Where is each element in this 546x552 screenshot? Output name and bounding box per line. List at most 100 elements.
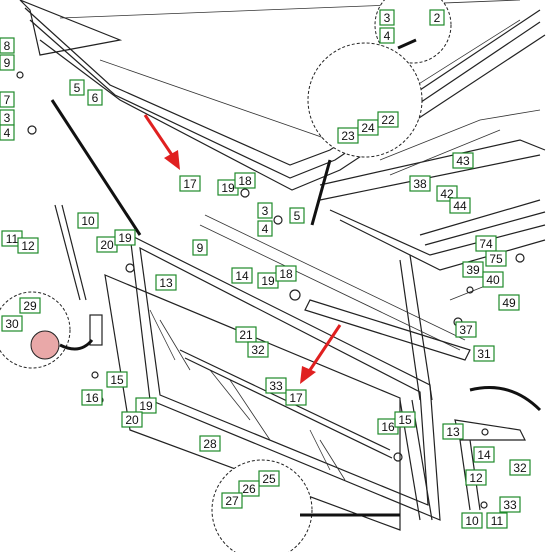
callout-box — [455, 321, 477, 338]
callout-label: 24 — [361, 121, 375, 135]
callout-74: 74 — [475, 235, 497, 252]
callout-7: 7 — [0, 91, 15, 108]
callout-13: 13 — [155, 274, 177, 291]
callout-box — [377, 111, 399, 128]
callout-label: 7 — [4, 93, 11, 107]
callout-box — [436, 185, 458, 202]
callout-4: 4 — [0, 124, 15, 141]
callout-label: 74 — [479, 237, 493, 251]
callout-box — [394, 411, 416, 428]
callout-75: 75 — [485, 250, 507, 267]
callout-label: 27 — [225, 494, 239, 508]
callout-label: 39 — [466, 263, 480, 277]
callout-box — [121, 411, 143, 428]
callout-20: 20 — [96, 236, 118, 253]
callout-box — [257, 220, 273, 237]
hardware — [16, 71, 525, 509]
callout-43: 43 — [452, 152, 474, 169]
callout-box — [234, 172, 256, 189]
callout-label: 22 — [381, 113, 395, 127]
callout-label: 17 — [183, 177, 197, 191]
callout-label: 26 — [242, 482, 256, 496]
callout-49: 49 — [498, 294, 520, 311]
callout-label: 15 — [110, 373, 124, 387]
callout-5: 5 — [69, 79, 85, 96]
callout-label: 4 — [262, 222, 269, 236]
callout-label: 38 — [413, 177, 427, 191]
callout-box — [19, 297, 41, 314]
callout-box — [235, 326, 257, 343]
callout-label: 5 — [294, 209, 301, 223]
callout-label: 15 — [398, 413, 412, 427]
callout-label: 5 — [74, 81, 81, 95]
callout-label: 2 — [434, 11, 441, 25]
callout-10: 10 — [77, 212, 99, 229]
callout-label: 18 — [279, 267, 293, 281]
callout-6: 6 — [87, 89, 103, 106]
callout-box — [106, 371, 128, 388]
callout-box — [499, 496, 521, 513]
callout-label: 30 — [5, 317, 19, 331]
callout-17: 17 — [179, 175, 201, 192]
callout-39: 39 — [462, 261, 484, 278]
callout-box — [509, 459, 531, 476]
callout-label: 3 — [384, 11, 391, 25]
callout-38: 38 — [409, 175, 431, 192]
leader-arrows — [50, 38, 542, 517]
callout-label: 32 — [251, 343, 265, 357]
callout-label: 19 — [139, 399, 153, 413]
callout-19: 19 — [257, 272, 279, 289]
callout-box — [192, 239, 208, 256]
callout-label: 44 — [453, 199, 467, 213]
callout-box — [482, 271, 504, 288]
callout-15: 15 — [394, 411, 416, 428]
callout-14: 14 — [231, 267, 253, 284]
callout-23: 23 — [337, 127, 359, 144]
callout-label: 33 — [503, 498, 517, 512]
callout-15: 15 — [106, 371, 128, 388]
callout-20: 20 — [121, 411, 143, 428]
callout-box — [462, 261, 484, 278]
callout-label: 14 — [477, 448, 491, 462]
callout-label: 31 — [477, 347, 491, 361]
callout-label: 11 — [6, 232, 19, 246]
callout-21: 21 — [235, 326, 257, 343]
callout-label: 13 — [159, 276, 173, 290]
callout-label: 16 — [85, 391, 99, 405]
callout-box — [0, 37, 15, 54]
callout-label: 3 — [4, 111, 11, 125]
callout-37: 37 — [455, 321, 477, 338]
callout-18: 18 — [275, 265, 297, 282]
callout-9: 9 — [0, 54, 15, 71]
callout-label: 6 — [92, 91, 99, 105]
callout-2: 2 — [429, 9, 445, 26]
seal-strip — [54, 204, 87, 301]
callout-33: 33 — [499, 496, 521, 513]
callout-box — [17, 237, 39, 254]
callout-label: 12 — [469, 471, 483, 485]
callout-3: 3 — [379, 9, 395, 26]
callout-label: 4 — [4, 126, 11, 140]
callout-box — [199, 435, 221, 452]
callout-label: 40 — [486, 273, 500, 287]
callout-box — [155, 274, 177, 291]
callout-label: 29 — [23, 299, 37, 313]
callout-box — [473, 345, 495, 362]
callout-box — [452, 152, 474, 169]
callout-box — [461, 512, 483, 529]
callout-label: 21 — [239, 328, 253, 342]
callout-box — [69, 79, 85, 96]
callout-31: 31 — [473, 345, 495, 362]
callout-label: 13 — [446, 425, 460, 439]
callout-box — [87, 89, 103, 106]
callout-33: 33 — [265, 377, 287, 394]
callout-22: 22 — [377, 111, 399, 128]
callout-label: 19 — [261, 274, 275, 288]
callout-box — [0, 124, 15, 141]
callout-box — [179, 175, 201, 192]
callout-label: 75 — [489, 252, 503, 266]
callout-44: 44 — [449, 197, 471, 214]
callout-label: 4 — [384, 29, 391, 43]
callout-box — [81, 389, 103, 406]
